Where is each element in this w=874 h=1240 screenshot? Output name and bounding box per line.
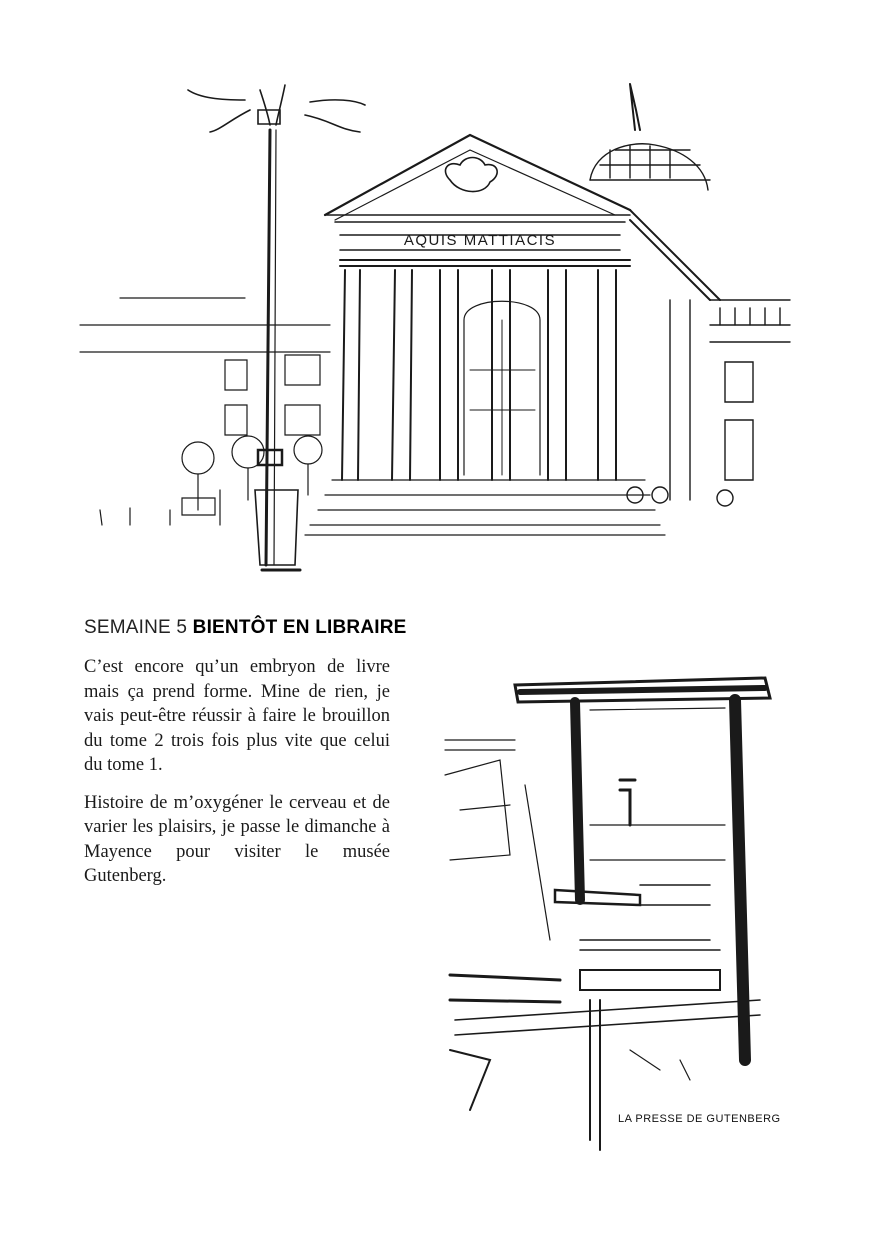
background-window-drawing — [445, 740, 550, 940]
temple-facade-drawing — [305, 135, 665, 535]
section-heading: SEMAINE 5 BIENTÔT EN LIBRAIRE — [84, 617, 407, 639]
right-wing-drawing — [590, 84, 790, 506]
paragraph: C’est encore qu’un embryon de livre mais… — [84, 657, 390, 775]
building-sketch: AQUIS MATTIACIS — [70, 70, 800, 585]
lamp-post-drawing — [188, 85, 365, 570]
press-caption: LA PRESSE DE GUTENBERG — [618, 1113, 781, 1125]
left-buildings-drawing — [80, 298, 330, 525]
paragraph: Histoire de m’oxygéner le cerveau et de … — [84, 792, 390, 887]
heading-title: BIENTÔT EN LIBRAIRE — [192, 617, 407, 638]
press-frame-drawing — [450, 678, 770, 1150]
building-inscription: AQUIS MATTIACIS — [404, 232, 556, 249]
body-text: C’est encore qu’un embryon de livre mais… — [84, 655, 390, 902]
week-label: SEMAINE 5 — [84, 617, 188, 638]
gutenberg-press-sketch — [430, 640, 810, 1160]
